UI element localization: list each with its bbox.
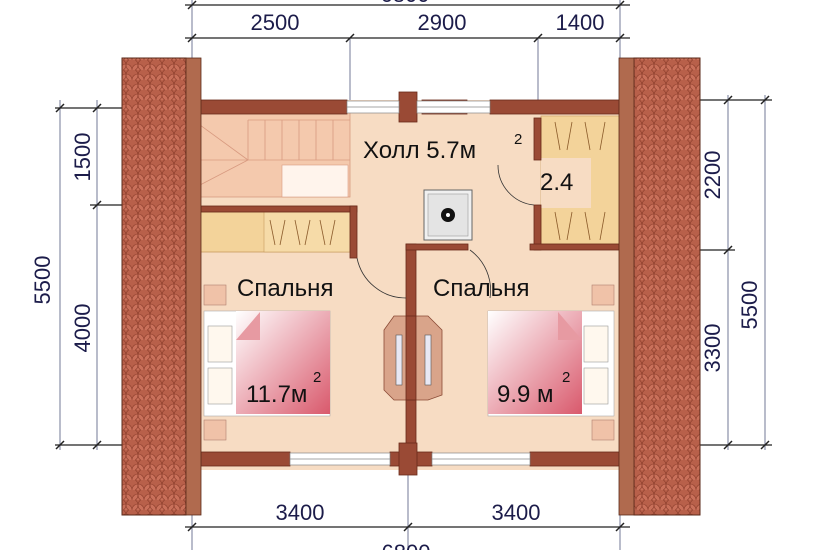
dim-left-1: 1500 (70, 133, 95, 182)
room-label-bedroom-left: Спальня (237, 275, 333, 302)
dim-bottom-2: 3400 (492, 500, 541, 525)
roof-left (121, 57, 202, 516)
bed-right (487, 284, 615, 441)
dim-bottom-total: 6800 (382, 540, 431, 550)
outer-walls (199, 91, 621, 476)
storage-left (199, 205, 358, 259)
bedroom-left-area: 11.7м (246, 381, 307, 408)
dim-top-2: 2900 (418, 10, 467, 35)
dim-top-1: 2500 (251, 10, 300, 35)
chimney (423, 189, 473, 241)
windows (289, 100, 531, 466)
bed-left (203, 284, 331, 441)
door-right (469, 249, 491, 299)
roof-right (618, 57, 701, 516)
bedroom-left-area-sup: 2 (313, 369, 321, 386)
dim-left-total: 5500 (30, 256, 55, 305)
dim-right-total: 5500 (737, 281, 762, 330)
room-label-hall: Холл 5.7м (363, 137, 476, 164)
hall-wall (405, 243, 469, 251)
door-left (356, 257, 407, 299)
dim-left-2: 4000 (70, 304, 95, 353)
dim-top-3: 1400 (556, 10, 605, 35)
dim-bottom-1: 3400 (276, 500, 325, 525)
closet (497, 115, 621, 251)
dim-right-1: 2200 (700, 151, 725, 200)
room-label-closet: 2.4 (540, 169, 573, 196)
bedroom-right-area: 9.9 м (497, 381, 554, 408)
dim-right-2: 3300 (700, 324, 725, 373)
bedroom-right-area-sup: 2 (562, 369, 570, 386)
dim-top-total: 6800 (381, 0, 430, 7)
wardrobe (383, 315, 443, 401)
staircase (199, 111, 351, 198)
room-label-bedroom-right: Спальня (433, 275, 529, 302)
hall-area-sup: 2 (514, 131, 522, 148)
